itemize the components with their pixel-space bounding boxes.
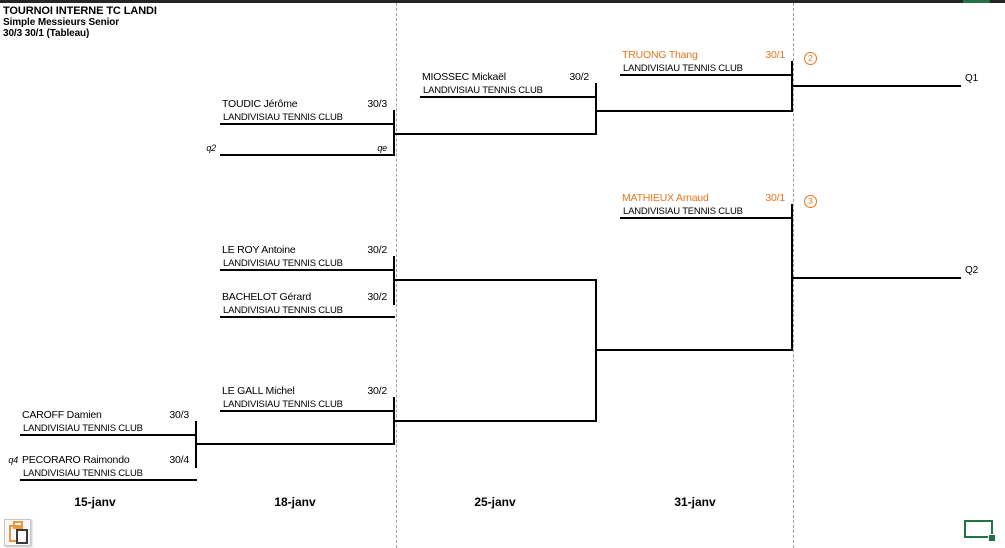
- bracket-winner-line: [395, 420, 597, 422]
- bracket-winner-line: [597, 110, 793, 112]
- draw-subtitle: Simple Messieurs Senior: [3, 17, 120, 28]
- round-date-3: 25-janv: [474, 495, 516, 509]
- player-name: MATHIEUX Arnaud: [622, 192, 709, 204]
- qualifier-slot-entry: qe: [220, 141, 395, 156]
- player-entry-truong: TRUONG Thang 30/1 LANDIVISIAU TENNIS CLU…: [620, 48, 793, 76]
- bracket-connector: [393, 256, 395, 305]
- player-name: LE GALL Michel: [222, 385, 295, 397]
- player-name: LE ROY Antoine: [222, 244, 296, 256]
- tournament-title: TOURNOI INTERNE TC LANDI: [3, 5, 157, 17]
- player-name: TOUDIC Jérôme: [222, 98, 298, 110]
- bracket-connector: [595, 83, 597, 135]
- player-rating: 30/4: [169, 454, 189, 466]
- round-date-2: 18-janv: [274, 495, 316, 509]
- round-date-4: 31-janv: [674, 495, 716, 509]
- player-entry-toudic: TOUDIC Jérôme 30/3 LANDIVISIAU TENNIS CL…: [220, 97, 395, 125]
- bracket-connector: [393, 397, 395, 445]
- bracket-winner-line: [197, 443, 395, 445]
- bracket-winner-line: [395, 279, 597, 281]
- qualifier-line-q2: [793, 277, 961, 279]
- player-rating: 30/2: [569, 71, 589, 83]
- bracket-connector: [791, 61, 793, 112]
- player-entry-miossec: MIOSSEC Mickaël 30/2 LANDIVISIAU TENNIS …: [420, 70, 597, 98]
- player-club: LANDIVISIAU TENNIS CLUB: [623, 206, 743, 217]
- player-name: CAROFF Damien: [22, 409, 102, 421]
- sheet-top-border: [0, 0, 1005, 3]
- player-entry-legall: LE GALL Michel 30/2 LANDIVISIAU TENNIS C…: [220, 384, 395, 412]
- player-rating: 30/2: [367, 244, 387, 256]
- player-rating: 30/2: [367, 385, 387, 397]
- player-club: LANDIVISIAU TENNIS CLUB: [223, 112, 343, 123]
- bracket-connector: [791, 204, 793, 351]
- player-club: LANDIVISIAU TENNIS CLUB: [623, 63, 743, 74]
- player-entry-leroy: LE ROY Antoine 30/2 LANDIVISIAU TENNIS C…: [220, 243, 395, 271]
- paste-options-button[interactable]: [4, 519, 31, 546]
- bracket-winner-line: [395, 133, 597, 135]
- player-entry-pecoraro: PECORARO Raimondo 30/4 LANDIVISIAU TENNI…: [20, 453, 197, 481]
- qualifier-prefix-q2: q2: [206, 143, 216, 153]
- draw-format: 30/3 30/1 (Tableau): [3, 28, 90, 39]
- player-club: LANDIVISIAU TENNIS CLUB: [423, 85, 543, 96]
- player-name: BACHELOT Gérard: [222, 291, 312, 303]
- qualifier-label-q2: Q2: [965, 265, 978, 276]
- paste-options-page-icon: [16, 529, 28, 544]
- player-club: LANDIVISIAU TENNIS CLUB: [223, 305, 343, 316]
- bracket-connector: [595, 279, 597, 422]
- page-break-line: [793, 3, 794, 548]
- qualifier-prefix-q4: q4: [8, 455, 18, 465]
- player-entry-bachelot: BACHELOT Gérard 30/2 LANDIVISIAU TENNIS …: [220, 290, 395, 318]
- qualifier-line-q1: [793, 85, 961, 87]
- bracket-winner-line: [597, 349, 793, 351]
- round-date-1: 15-janv: [74, 495, 116, 509]
- player-rating: 30/3: [169, 409, 189, 421]
- qualifier-entrant-label: qe: [377, 143, 387, 153]
- bracket-connector: [195, 421, 197, 468]
- player-club: LANDIVISIAU TENNIS CLUB: [23, 468, 143, 479]
- player-rating: 30/1: [765, 192, 785, 204]
- selected-column-indicator: [963, 0, 990, 3]
- player-club: LANDIVISIAU TENNIS CLUB: [223, 258, 343, 269]
- bracket-connector: [393, 110, 395, 156]
- qualifier-label-q1: Q1: [965, 73, 978, 84]
- player-name: PECORARO Raimondo: [22, 454, 130, 466]
- player-entry-mathieux: MATHIEUX Arnaud 30/1 LANDIVISIAU TENNIS …: [620, 191, 793, 219]
- page-break-line: [396, 3, 397, 548]
- player-name: MIOSSEC Mickaël: [422, 71, 506, 83]
- player-club: LANDIVISIAU TENNIS CLUB: [23, 423, 143, 434]
- player-club: LANDIVISIAU TENNIS CLUB: [223, 399, 343, 410]
- player-rating: 30/2: [367, 291, 387, 303]
- fill-handle[interactable]: [988, 534, 996, 542]
- player-name: TRUONG Thang: [622, 49, 698, 61]
- active-cell-outline: [964, 520, 993, 538]
- header-block: TOURNOI INTERNE TC LANDI Simple Messieur…: [3, 5, 157, 39]
- seed-badge-3: 3: [804, 195, 817, 208]
- seed-badge-2: 2: [804, 52, 817, 65]
- player-rating: 30/3: [367, 98, 387, 110]
- player-entry-caroff: CAROFF Damien 30/3 LANDIVISIAU TENNIS CL…: [20, 408, 197, 436]
- player-rating: 30/1: [765, 49, 785, 61]
